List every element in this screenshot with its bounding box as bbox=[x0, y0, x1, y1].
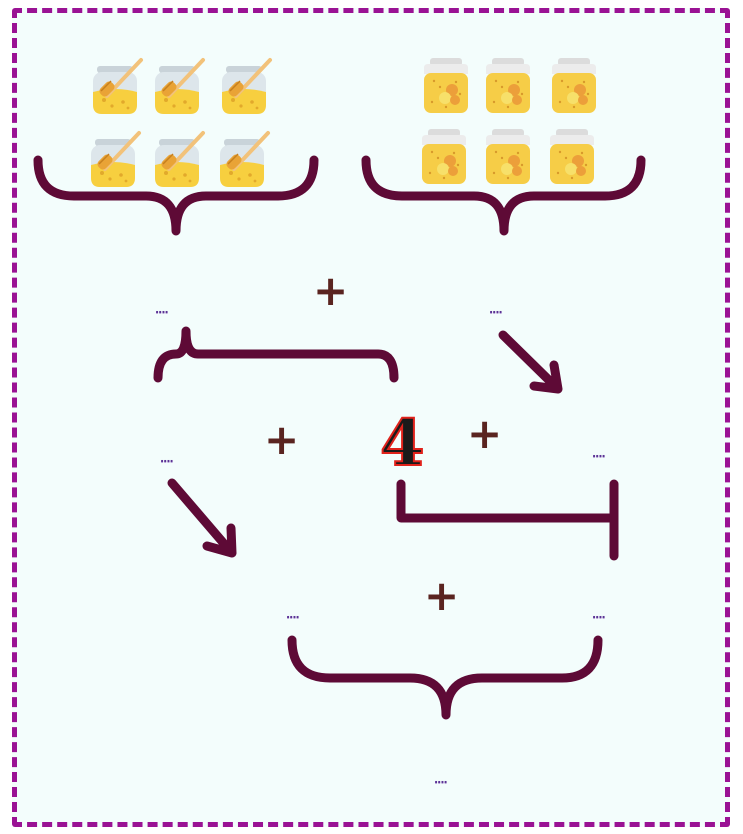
plus-sign-middle-right: + bbox=[467, 409, 503, 458]
orange-jar-icon bbox=[552, 58, 596, 113]
brace-bottom bbox=[287, 635, 603, 720]
blank-lower-left[interactable]: .... bbox=[286, 608, 300, 621]
honey-jar-icon bbox=[218, 131, 270, 189]
blank-middle-left[interactable]: .... bbox=[160, 452, 174, 465]
jar-group-left bbox=[89, 58, 272, 189]
arrow-down-right-left bbox=[167, 478, 237, 558]
given-number: 4 bbox=[379, 406, 426, 481]
blank-bottom-result[interactable]: .... bbox=[434, 773, 448, 786]
blank-lower-right[interactable]: .... bbox=[592, 608, 606, 621]
orange-jar-icon bbox=[422, 129, 466, 184]
orange-jar-icon bbox=[486, 129, 530, 184]
dashed-frame bbox=[12, 8, 730, 827]
bracket-given-right bbox=[396, 479, 619, 523]
plus-sign-lower: + bbox=[424, 571, 460, 620]
blank-middle-right[interactable]: .... bbox=[592, 447, 606, 460]
blank-top-left[interactable]: .... bbox=[155, 303, 169, 316]
orange-jar-icon bbox=[550, 129, 594, 184]
blank-top-right[interactable]: .... bbox=[489, 303, 503, 316]
honey-jar-icon bbox=[220, 58, 272, 116]
plus-sign-middle-left: + bbox=[264, 415, 300, 464]
orange-jar-icon bbox=[486, 58, 530, 113]
honey-jar-icon bbox=[91, 58, 143, 116]
arrow-down-right-top bbox=[498, 330, 563, 394]
honey-jar-icon bbox=[153, 131, 205, 189]
brace-left-jars bbox=[33, 155, 319, 236]
orange-jar-icon bbox=[424, 58, 468, 113]
jar-group-right bbox=[422, 58, 596, 184]
brace-middle-left bbox=[153, 326, 399, 383]
honey-jar-icon bbox=[89, 131, 141, 189]
plus-sign-top: + bbox=[313, 266, 349, 315]
brace-right-jars bbox=[361, 155, 646, 236]
honey-jar-icon bbox=[153, 58, 205, 116]
